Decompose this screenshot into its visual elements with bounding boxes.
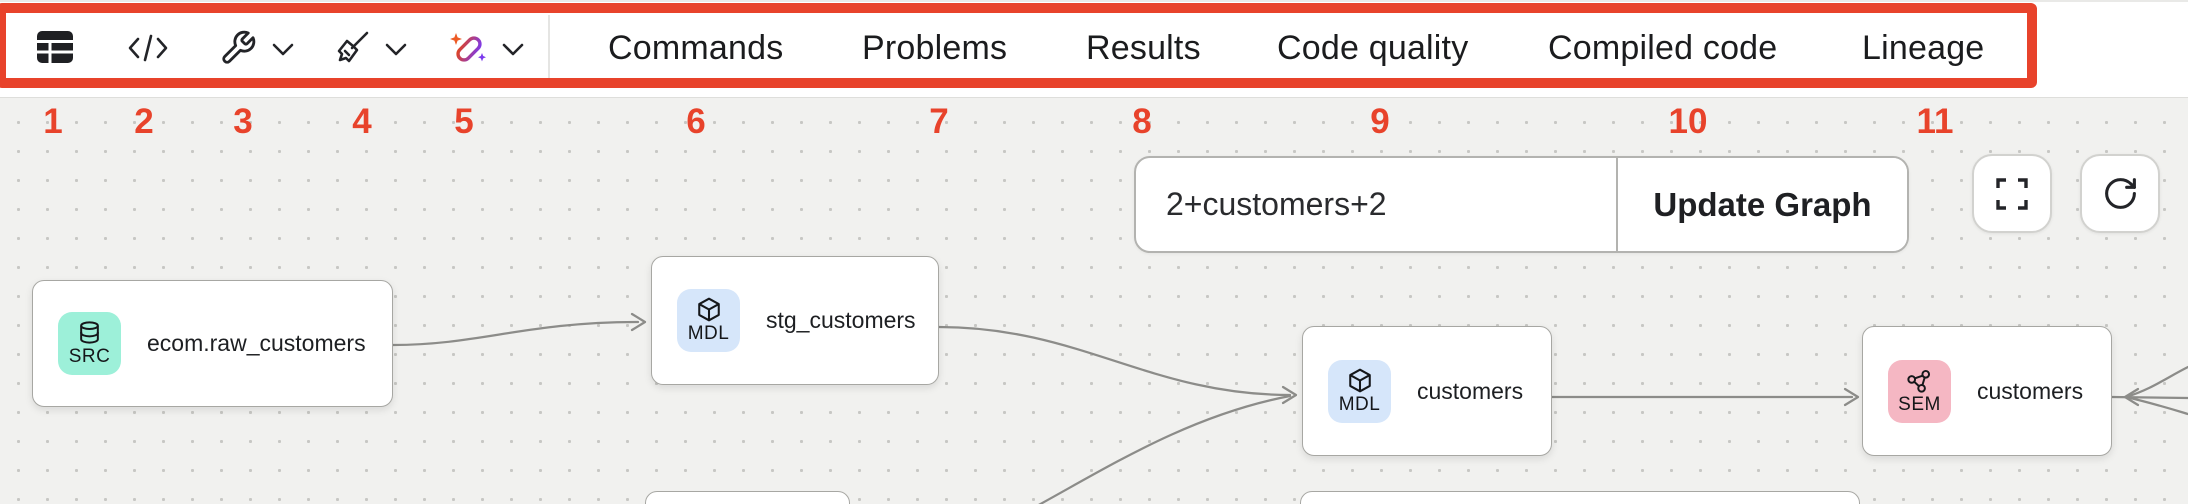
graph-query-group: 2+customers+2 Update Graph <box>1134 156 1909 253</box>
table-icon <box>37 31 73 63</box>
model-badge: MDL <box>1328 359 1391 423</box>
annotation-number: 10 <box>1668 102 1708 141</box>
edge-src-to-stg <box>391 320 640 347</box>
badge-label: MDL <box>1338 393 1381 415</box>
edge-sem-right-up <box>2124 365 2188 399</box>
chevron-down-icon <box>272 43 294 56</box>
node-label: customers <box>1977 377 2084 404</box>
node-customers-model[interactable]: MDL customers <box>1302 326 1552 456</box>
code-button[interactable] <box>127 33 169 63</box>
arrowhead-icon <box>1281 385 1298 405</box>
node-customers-semantic[interactable]: SEM customers <box>1862 326 2112 456</box>
node-label: stg_customers <box>766 307 916 333</box>
edge-stg-to-customers <box>937 325 1292 397</box>
toolbar-divider <box>548 15 550 78</box>
cube-icon <box>697 297 720 322</box>
annotation-number: 3 <box>233 102 253 141</box>
annotation-number: 2 <box>134 102 154 141</box>
table-button[interactable] <box>36 30 74 64</box>
arrowhead-icon <box>1843 387 1860 407</box>
tab-compiled-code[interactable]: Compiled code <box>1548 29 1778 67</box>
annotation-number: 7 <box>929 102 949 141</box>
annotation-number: 5 <box>454 102 474 141</box>
node-label: ecom.raw_customers <box>147 330 366 356</box>
edge-sem-right-down <box>2124 395 2188 416</box>
fullscreen-button[interactable] <box>1972 154 2052 233</box>
tab-commands[interactable]: Commands <box>608 29 784 67</box>
build-dropdown[interactable] <box>272 43 294 56</box>
wrench-icon <box>222 30 256 64</box>
tab-lineage[interactable]: Lineage <box>1862 29 1985 67</box>
clean-dropdown[interactable] <box>385 43 407 56</box>
database-icon <box>80 320 99 344</box>
magic-wand-icon <box>450 33 486 62</box>
badge-label: SRC <box>68 345 111 367</box>
node-stg-customers[interactable]: MDL stg_customers <box>651 256 939 385</box>
arrowhead-icon <box>2123 387 2140 407</box>
tab-problems[interactable]: Problems <box>862 29 1008 67</box>
edge-sem-right-mid <box>2110 395 2188 400</box>
update-graph-button[interactable]: Update Graph <box>1616 158 1907 251</box>
fullscreen-icon <box>1996 177 2028 210</box>
ai-assist-button[interactable] <box>449 27 491 69</box>
edge-bottom-to-customers <box>1038 394 1292 504</box>
lineage-canvas[interactable]: 1 2 3 4 5 6 7 8 9 10 11 2+customers+2 Up… <box>0 97 2188 504</box>
refresh-button[interactable] <box>2080 154 2160 233</box>
annotation-number: 9 <box>1370 102 1390 141</box>
annotation-number: 11 <box>1916 102 1954 141</box>
node-partial[interactable] <box>1300 491 1860 504</box>
tab-code-quality[interactable]: Code quality <box>1277 29 1469 67</box>
source-badge: SRC <box>58 312 121 375</box>
clean-button[interactable] <box>333 29 371 67</box>
annotation-number: 8 <box>1132 102 1152 141</box>
toolbar: Commands Problems Results Code quality C… <box>0 0 2188 97</box>
node-ecom-raw-customers[interactable]: SRC ecom.raw_customers <box>32 280 393 407</box>
lineage-edges <box>391 312 2188 504</box>
arrowhead-icon <box>630 312 647 332</box>
annotation-number: 1 <box>43 102 63 141</box>
tab-results[interactable]: Results <box>1086 29 1201 67</box>
refresh-icon <box>2104 178 2136 209</box>
annotation-number: 6 <box>686 102 706 141</box>
build-button[interactable] <box>219 29 257 67</box>
badge-label: SEM <box>1898 393 1941 415</box>
share-network-icon <box>1907 369 1931 393</box>
semantic-badge: SEM <box>1888 359 1951 423</box>
graph-query-input[interactable]: 2+customers+2 <box>1166 186 1387 222</box>
node-partial[interactable] <box>645 491 850 504</box>
chevron-down-icon <box>385 43 407 56</box>
model-badge: MDL <box>677 289 740 352</box>
cube-icon <box>1348 368 1371 392</box>
code-icon <box>128 34 168 62</box>
annotation-number: 4 <box>352 102 372 141</box>
broom-icon <box>337 31 369 63</box>
ai-assist-dropdown[interactable] <box>502 43 524 56</box>
node-label: customers <box>1417 377 1524 404</box>
badge-label: MDL <box>687 323 730 344</box>
chevron-down-icon <box>502 43 524 56</box>
